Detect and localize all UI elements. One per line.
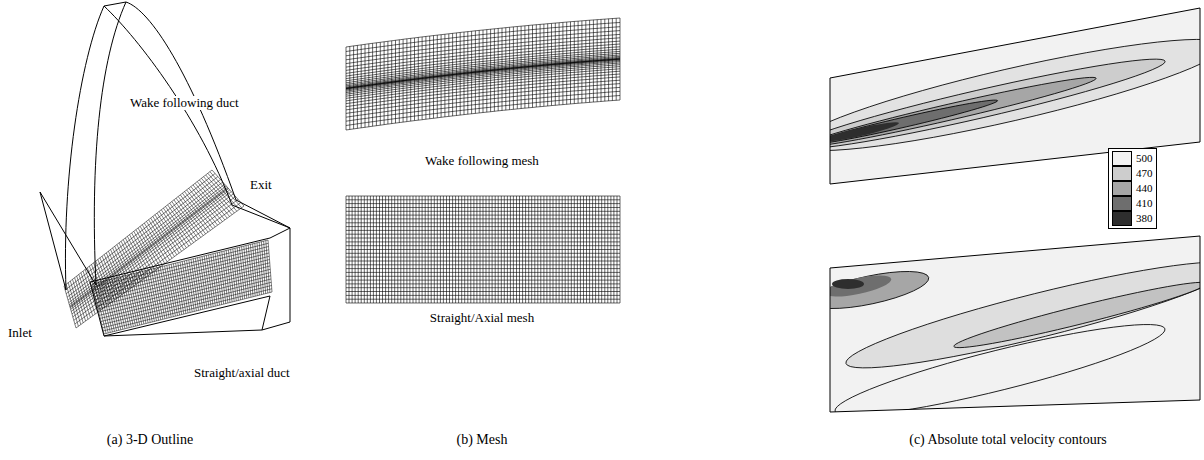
- legend-value: 380: [1136, 213, 1153, 224]
- contour-line: [811, 96, 998, 148]
- contour-line: [952, 275, 1204, 355]
- contour-line: [823, 271, 893, 301]
- mesh-drawing: [346, 18, 620, 303]
- mesh-drawing: [64, 170, 272, 334]
- plot-border: [830, 8, 1200, 184]
- subfigure-caption: (c) Absolute total velocity contours: [909, 432, 1107, 448]
- outline-3d: [40, 2, 290, 336]
- legend-row: 470: [1112, 166, 1153, 181]
- wake-mesh: [346, 18, 620, 130]
- contour-plot: [790, 0, 1204, 200]
- contour-plot: [808, 220, 1204, 431]
- subfigure-caption: (a) 3-D Outline: [107, 432, 193, 448]
- legend-row: 380: [1112, 211, 1153, 226]
- legend-value: 410: [1136, 198, 1153, 209]
- contour-line: [832, 279, 864, 289]
- contour-line: [802, 70, 1098, 153]
- legend-row: 500: [1112, 151, 1153, 166]
- part-label: Exit: [250, 178, 272, 192]
- axial-mesh: [346, 196, 620, 303]
- legend-row: 440: [1112, 181, 1153, 196]
- part-label: Straight/axial duct: [192, 366, 292, 380]
- mesh-lines: [92, 240, 272, 334]
- plot-border: [830, 236, 1200, 412]
- blade-outline: [40, 192, 96, 290]
- contour-line: [808, 264, 931, 316]
- legend-value: 470: [1136, 168, 1153, 179]
- contour-line: [792, 48, 1169, 161]
- legend-swatch: [1112, 166, 1132, 181]
- blade-outline: [104, 2, 126, 6]
- colorbar-legend: 500 470 440 410 380: [1108, 148, 1157, 229]
- legend-value: 500: [1136, 153, 1153, 164]
- contour-line: [830, 309, 1170, 430]
- subfigure-caption: (b) Mesh: [457, 432, 508, 448]
- legend-value: 440: [1136, 183, 1153, 194]
- contour-line: [820, 119, 900, 145]
- part-label: Inlet: [8, 326, 32, 340]
- legend-swatch: [1112, 196, 1132, 211]
- blade-outline: [94, 2, 236, 285]
- mesh-label: Straight/Axial mesh: [430, 311, 534, 325]
- mesh-label: Wake following mesh: [425, 154, 539, 168]
- contour-line: [841, 245, 1204, 384]
- legend-swatch: [1112, 151, 1132, 166]
- duct-box: [236, 200, 290, 228]
- part-label: Wake following duct: [128, 96, 241, 110]
- legend-swatch: [1112, 181, 1132, 196]
- legend-row: 410: [1112, 196, 1153, 211]
- legend-swatch: [1112, 211, 1132, 226]
